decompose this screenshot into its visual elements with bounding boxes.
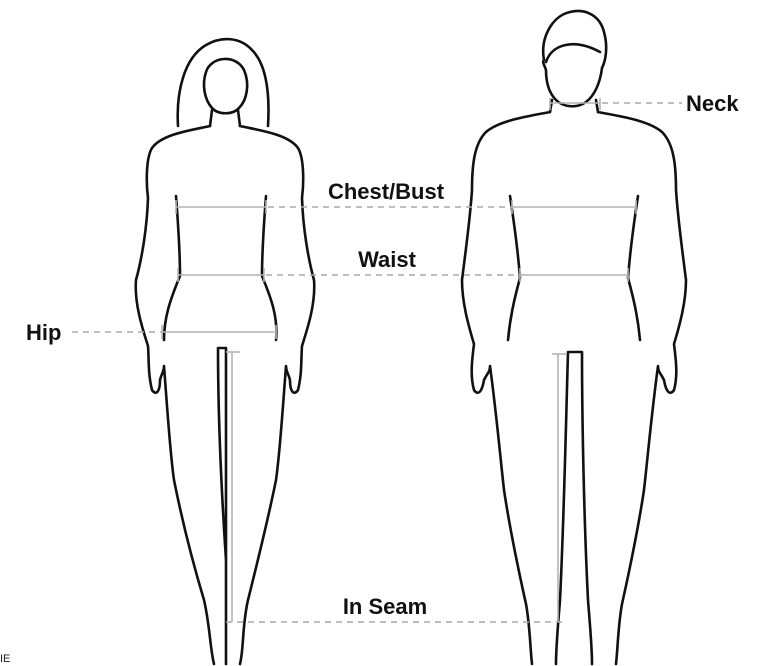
male-head [543, 11, 606, 106]
hip-label: Hip [26, 320, 61, 345]
male-body-right [598, 112, 686, 664]
measurement-lines [72, 98, 682, 622]
in-seam-label: In Seam [343, 594, 427, 619]
neck-label: Neck [686, 91, 739, 116]
male-figure [462, 11, 686, 664]
male-hair-line [546, 44, 600, 62]
male-body-left [462, 112, 550, 664]
female-face [204, 59, 247, 113]
waist-label: Waist [358, 247, 417, 272]
female-figure [136, 39, 315, 664]
male-torso-left [508, 196, 520, 340]
corner-text: IE [0, 653, 10, 665]
female-inner-legs [218, 348, 226, 664]
male-torso-right [628, 196, 640, 340]
male-inner-legs [556, 352, 592, 664]
chest-bust-label: Chest/Bust [328, 179, 445, 204]
